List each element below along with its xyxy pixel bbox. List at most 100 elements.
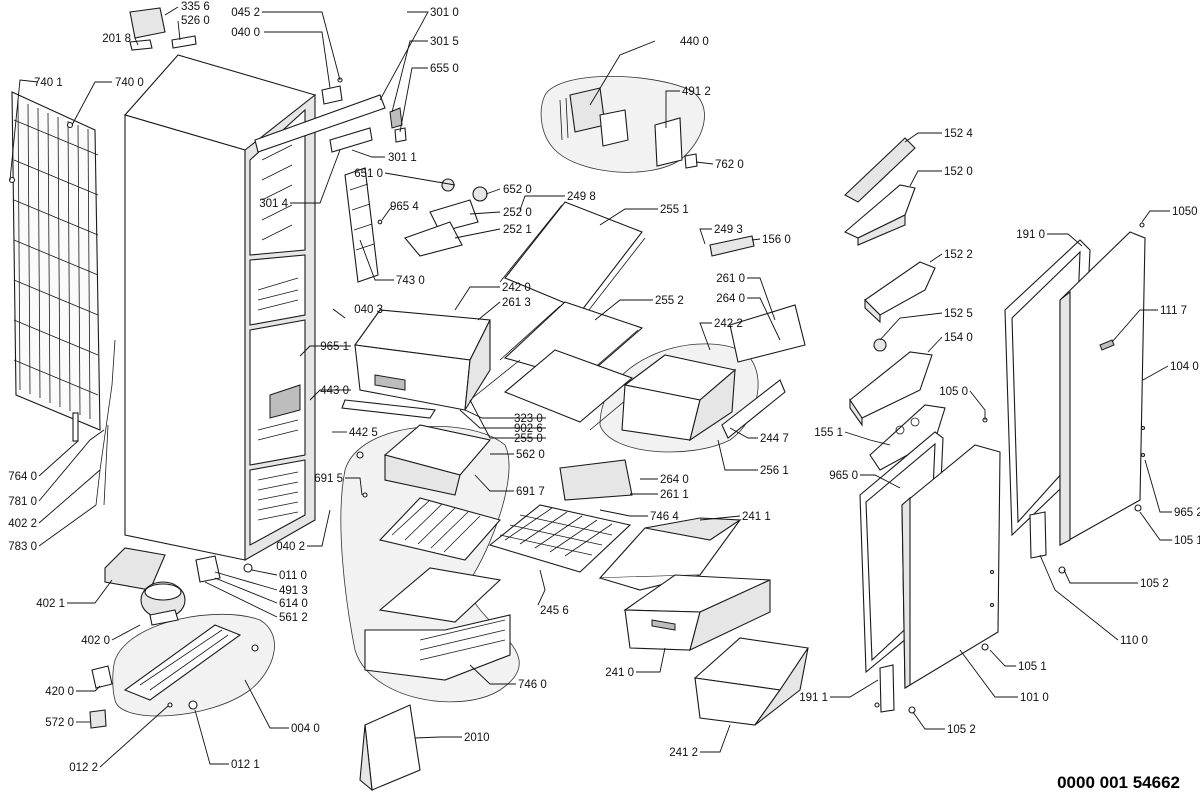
top-hinge-parts [129,7,197,51]
label-6140: 614 0 [279,598,308,610]
label-5720: 572 0 [45,717,74,729]
label-0121: 012 1 [231,759,260,771]
label-6520: 652 0 [503,184,532,196]
label-2456: 245 6 [540,605,569,617]
label-9654: 965 4 [390,201,419,213]
label-2447: 244 7 [760,433,789,445]
freezer-drawer-middle [623,574,771,652]
drawer-rail-bracket [559,304,806,501]
label-1050: 1050 [1172,206,1198,218]
label-3015: 301 5 [430,36,459,48]
air-duct [344,167,379,283]
label-2493: 249 3 [714,224,743,236]
freezer-drawer-bottom [693,637,809,726]
label-1522: 152 2 [944,249,973,261]
label-1051b: 105 1 [1018,661,1047,673]
label-7460: 746 0 [518,679,547,691]
label-1560: 156 0 [762,234,791,246]
label-0403: 040 3 [354,304,383,316]
control-panel-bar [254,77,407,153]
label-7830: 783 0 [8,541,37,553]
label-1040: 104 0 [1170,361,1199,373]
label-6915: 691 5 [314,473,343,485]
label-6510: 651 0 [354,168,383,180]
label-3014: 301 4 [259,198,288,210]
label-0452: 045 2 [231,7,260,19]
label-7400: 740 0 [115,77,144,89]
compressor [104,547,221,626]
label-1100: 110 0 [1120,635,1148,647]
label-3011: 301 1 [388,152,417,164]
door-bin-upper [864,261,936,324]
label-0040: 004 0 [291,723,320,735]
condenser-coil [8,91,101,431]
label-2551: 255 1 [660,204,689,216]
label-2521: 252 1 [503,224,532,236]
label-2611: 261 1 [660,489,689,501]
upper-door-panel [1059,222,1146,546]
label-0402: 040 2 [276,541,305,553]
label-4913: 491 3 [279,585,308,597]
label-2640b: 264 0 [660,474,689,486]
evaporator-parts [356,424,511,681]
label-7620: 762 0 [715,159,744,171]
glass-shelf-lower [459,349,651,431]
label-2640: 264 0 [716,293,745,305]
lower-door-hinge [874,643,989,714]
label-0400: 040 0 [231,27,260,39]
label-1051: 105 1 [1174,535,1200,547]
label-5620: 562 0 [516,449,545,461]
label-2411: 241 1 [742,511,771,523]
label-6917: 691 7 [516,486,545,498]
refrigerator-cabinet [124,54,316,573]
label-2412: 241 2 [669,747,698,759]
shelf-support-rail [709,235,755,257]
ice-maker-parts [559,87,698,169]
label-4425: 442 5 [349,427,378,439]
part-labels: 335 6 526 0 201 8 045 2 040 0 301 0 301 … [8,1,1200,774]
leader-lines [9,6,1172,768]
label-5260: 526 0 [181,15,210,27]
label-1540: 154 0 [944,332,973,344]
lower-door-panel [901,417,1001,689]
label-1052: 105 2 [1140,578,1169,590]
door-handle [844,137,916,203]
label-4021: 402 1 [36,598,65,610]
label-9652: 965 2 [1174,507,1200,519]
wire-shelf [488,504,632,573]
label-1524: 152 4 [944,128,973,140]
rear-plate [359,704,421,792]
label-2018: 201 8 [102,33,131,45]
label-1910: 191 0 [1016,229,1045,241]
label-2552: 255 2 [655,295,684,307]
small-components [89,665,113,729]
label-4022: 402 2 [8,518,37,530]
label-1052b: 105 2 [947,724,976,736]
label-4912: 491 2 [682,86,711,98]
label-9650: 965 0 [829,470,858,482]
label-4400: 440 0 [680,36,709,48]
label-9026: 902 6 [514,423,543,435]
right-drawer [621,354,786,442]
label-7430: 743 0 [396,275,425,287]
label-7640: 764 0 [8,471,37,483]
condenser-pipes [72,339,116,506]
label-0122: 012 2 [69,762,98,774]
label-1050b: 105 0 [939,386,968,398]
label-5612: 561 2 [279,612,308,624]
door-bin-lower [869,404,946,471]
label-2420: 242 0 [502,282,531,294]
label-2561: 256 1 [760,465,789,477]
label-7810: 781 0 [8,496,37,508]
label-2520: 252 0 [503,207,532,219]
label-1520: 152 0 [944,166,973,178]
label-2550: 255 0 [514,433,543,445]
label-2498: 249 8 [567,191,596,203]
compressor-base-plate [123,624,259,710]
label-0110: 011 0 [279,570,307,582]
label-1010: 101 0 [1020,692,1049,704]
door-bin-top [843,184,916,246]
label-7464: 746 4 [650,511,679,523]
glass-shelf-upper [499,201,646,316]
label-7401: 740 1 [34,77,63,89]
